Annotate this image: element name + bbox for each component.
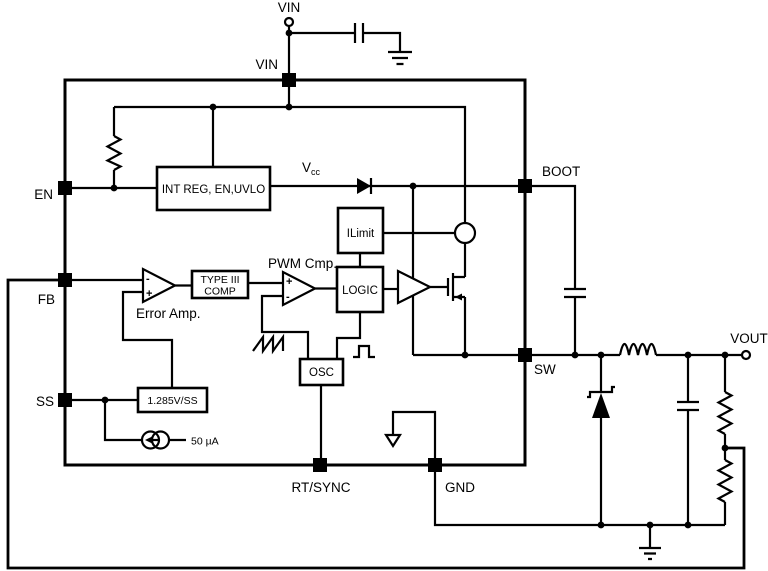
int-reg-block xyxy=(155,165,272,212)
wire-ground-rail xyxy=(433,472,725,527)
soft-start-current-label: 50 µA xyxy=(191,436,219,448)
vout-terminal-label: VOUT xyxy=(730,331,768,346)
wire-cap-to-ground xyxy=(363,31,402,52)
en-pullup-resistor-symbol xyxy=(105,135,123,171)
osc-label: OSC xyxy=(309,367,334,379)
vin-terminal-label: VIN xyxy=(278,0,301,15)
schottky-cathode-bar xyxy=(587,385,615,399)
wire-ramp-to-pwm xyxy=(260,294,310,359)
driver-triangle-symbol xyxy=(396,269,433,305)
error-amp-plus: + xyxy=(146,288,152,300)
wire-bootstrap xyxy=(532,184,577,355)
pwm-minus: - xyxy=(286,291,290,303)
wire-top-rail-and-drain xyxy=(114,105,467,223)
signal-ground-icon xyxy=(383,433,403,449)
gnd-pin-label: GND xyxy=(445,480,475,495)
wire-ss-to-source xyxy=(103,400,142,442)
ic-boundary xyxy=(63,78,527,467)
pin-vin xyxy=(282,73,296,87)
error-amp-minus: - xyxy=(146,273,150,285)
current-sense-icon xyxy=(453,221,477,245)
ilimit-block xyxy=(336,206,385,255)
pin-boot xyxy=(518,179,532,193)
earth-ground-icon xyxy=(639,546,661,561)
sw-pin-label: SW xyxy=(534,362,556,377)
ic-pins xyxy=(58,73,532,472)
labels: VIN VIN EN FB SS RT/SYNC GND BOOT SW VOU… xyxy=(34,0,768,495)
current-source-arrow xyxy=(145,436,152,444)
type3-line1: TYPE III xyxy=(200,274,239,286)
mosfet-arrow xyxy=(455,293,462,301)
internal-supply-rail xyxy=(72,87,467,223)
pwm-plus: + xyxy=(286,276,292,288)
input-capacitor-symbol xyxy=(353,23,365,43)
output-capacitor-symbol xyxy=(677,400,699,412)
pin-sw xyxy=(518,348,532,362)
wire-ref-to-plus-input xyxy=(121,290,174,388)
pwm-cmp-label: PWM Cmp. xyxy=(268,256,337,271)
junction-dot xyxy=(597,521,605,529)
current-source-icon xyxy=(140,430,161,450)
junction-dot xyxy=(684,521,692,529)
boot-diode-symbol xyxy=(357,178,371,194)
vin-pin-label: VIN xyxy=(255,57,278,72)
vcc-label: Vcc xyxy=(302,160,321,177)
pin-gnd xyxy=(428,458,442,472)
feedback-resistor-top-symbol xyxy=(716,391,734,435)
ilimit-label: ILimit xyxy=(347,228,375,240)
internal-ground xyxy=(383,410,437,458)
wire-feedback-loop xyxy=(6,278,746,570)
output-power-stage xyxy=(6,184,752,570)
rt-sync-pin-label: RT/SYNC xyxy=(291,480,350,495)
bootstrap-capacitor-symbol xyxy=(564,287,586,299)
error-amp-label: Error Amp. xyxy=(136,306,201,321)
pin-ss xyxy=(58,393,72,407)
int-reg-label: INT REG, EN,UVLO xyxy=(162,184,265,196)
pwm-comparator-triangle xyxy=(281,270,318,307)
junction-dot xyxy=(110,184,118,192)
inductor-symbol xyxy=(618,342,658,356)
vcc-boot-rail: Vcc xyxy=(270,160,518,194)
vout-terminal-icon xyxy=(740,349,752,361)
ss-pin-label: SS xyxy=(36,394,54,409)
boot-pin-label: BOOT xyxy=(542,164,580,179)
reference-label: 1.285V/SS xyxy=(147,395,197,407)
wire-internal-gnd xyxy=(391,410,437,458)
current-limit-section: ILimit xyxy=(336,206,477,277)
pulse-waveform-icon xyxy=(353,344,375,359)
reference-softstart: 1.285V/SS 50 µA xyxy=(72,386,219,450)
type3-line2: COMP xyxy=(204,286,236,298)
control-loop: - + Error Amp. TYPE III COMP + - PWM Cmp… xyxy=(72,256,337,388)
junction-dot xyxy=(285,103,293,111)
error-amp-triangle xyxy=(141,267,178,304)
fb-pin-label: FB xyxy=(38,292,55,307)
schottky-diode-symbol xyxy=(592,393,610,418)
pin-fb xyxy=(58,273,72,287)
logic-label: LOGIC xyxy=(342,285,378,297)
type3-comp-block xyxy=(190,269,250,300)
gate-driver-mosfet xyxy=(383,186,518,359)
feedback-resistor-bottom-symbol xyxy=(716,459,734,503)
pin-en xyxy=(58,181,72,195)
vin-terminal-icon xyxy=(283,16,295,28)
pin-rt-sync xyxy=(313,458,327,472)
vin-input-network xyxy=(283,16,412,73)
oscillator-section: OSC xyxy=(252,294,375,458)
earth-ground-icon xyxy=(388,50,412,66)
en-pin-label: EN xyxy=(34,187,53,202)
wire-logic-to-osc xyxy=(335,312,362,359)
sawtooth-waveform-icon xyxy=(252,333,285,355)
mosfet-drain-source-leads xyxy=(453,275,467,355)
junction-dot xyxy=(461,351,469,359)
